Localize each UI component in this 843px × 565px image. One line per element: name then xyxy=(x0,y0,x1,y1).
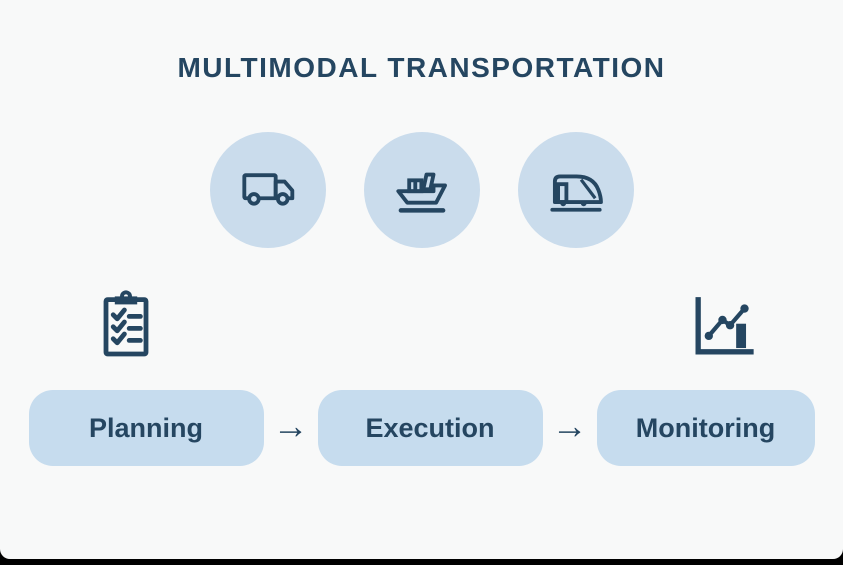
transport-icon-circle-ship xyxy=(363,132,480,248)
step-pill-execution: Execution xyxy=(317,390,543,466)
side-icons-row xyxy=(0,286,843,370)
train-icon xyxy=(544,156,608,225)
step-pill-planning: Planning xyxy=(28,390,264,466)
checklist-clipboard-icon xyxy=(86,286,166,371)
transport-icons-row xyxy=(0,132,843,248)
transport-icon-circle-truck xyxy=(209,132,326,248)
truck-icon xyxy=(236,156,300,225)
line-chart-icon xyxy=(686,288,762,369)
ship-icon xyxy=(390,156,454,225)
step-label-monitoring: Monitoring xyxy=(635,412,776,443)
step-pill-monitoring: Monitoring xyxy=(596,390,815,466)
arrow-right-icon: → xyxy=(272,405,309,446)
process-flow-row: Planning → Execution → Monitoring xyxy=(0,390,843,466)
arrow-right-icon: → xyxy=(551,405,588,446)
step-label-execution: Execution xyxy=(365,412,495,443)
step-label-planning: Planning xyxy=(89,412,203,443)
transport-icon-circle-train xyxy=(517,132,634,248)
page-title: MULTIMODAL TRANSPORTATION xyxy=(177,52,666,83)
